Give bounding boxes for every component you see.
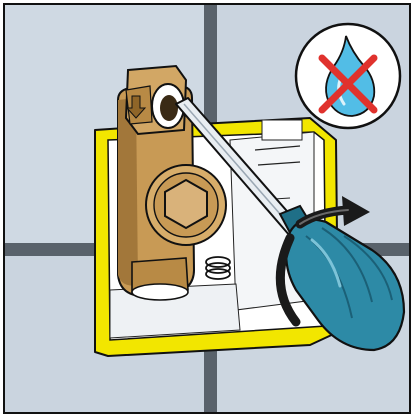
no-water-drop-icon bbox=[294, 22, 402, 130]
spring-clip bbox=[205, 256, 231, 280]
figure-frame bbox=[3, 3, 411, 414]
hex-nut bbox=[164, 178, 208, 230]
screwdriver-handle bbox=[285, 218, 406, 352]
clockwise-rotation-arrow-icon bbox=[275, 196, 370, 327]
flow-arrow-marking bbox=[125, 95, 147, 119]
prohibition-cross-icon bbox=[318, 54, 378, 114]
brass-valve bbox=[117, 64, 231, 301]
